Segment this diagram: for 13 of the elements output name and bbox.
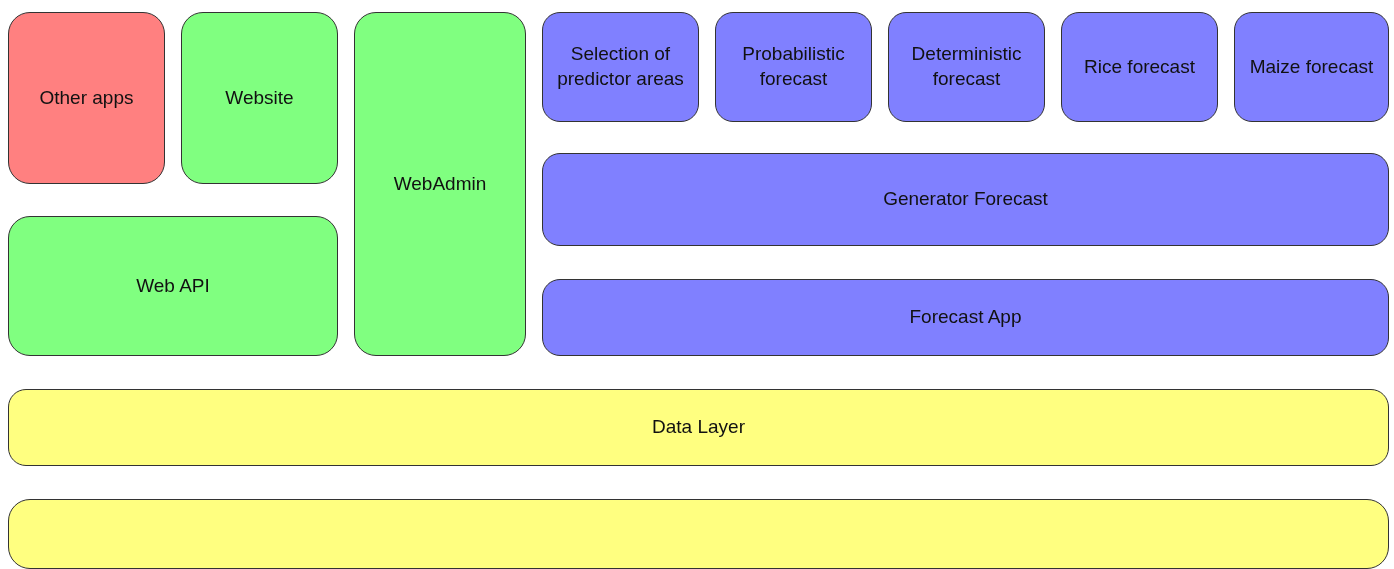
- module-box: Deterministic forecast: [888, 12, 1045, 122]
- module-box: Selection of predictor areas: [542, 12, 699, 122]
- layer-box: Forecast App: [542, 279, 1389, 356]
- layer-box: [8, 499, 1389, 569]
- app-box: Website: [181, 12, 338, 184]
- layer-box: Generator Forecast: [542, 153, 1389, 246]
- app-box: WebAdmin: [354, 12, 526, 356]
- layer-box: Data Layer: [8, 389, 1389, 466]
- app-box: Other apps: [8, 12, 165, 184]
- api-box: Web API: [8, 216, 338, 356]
- module-box: Maize forecast: [1234, 12, 1389, 122]
- module-box: Rice forecast: [1061, 12, 1218, 122]
- module-box: Probabilistic forecast: [715, 12, 872, 122]
